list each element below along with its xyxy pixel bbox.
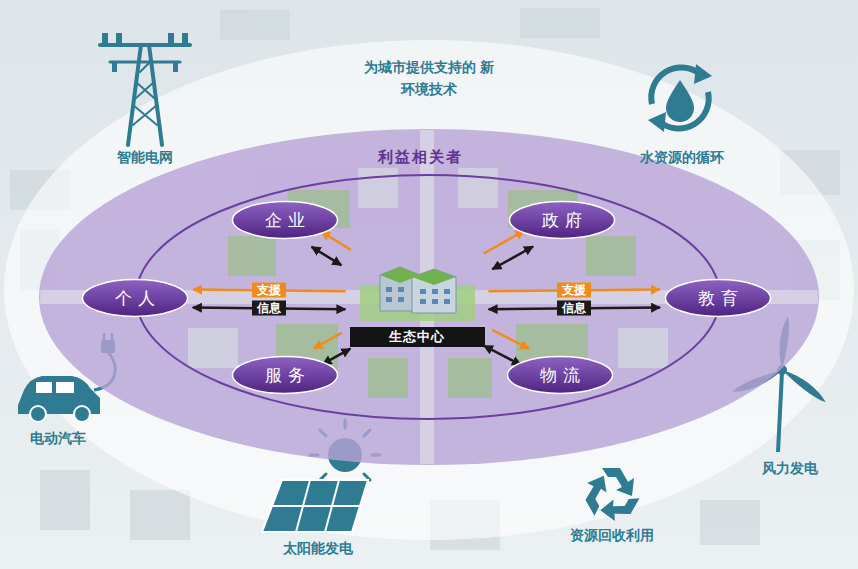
arrow-label: 信息 xyxy=(557,301,591,316)
eco-center-label: 生态中心 xyxy=(350,327,485,347)
arrow-label: 支援 xyxy=(252,283,286,298)
technology-label: 电动汽车 xyxy=(30,429,86,447)
stakeholder-oval: 政府 xyxy=(508,200,616,240)
support-arrow xyxy=(492,330,529,349)
stakeholder-name: 企业 xyxy=(259,210,311,230)
stakeholder-name: 个人 xyxy=(109,288,161,308)
information-arrow xyxy=(484,346,521,365)
stakeholder-oval: 教育 xyxy=(664,278,772,318)
technology-label: 太阳能发电 xyxy=(283,539,353,557)
region-title: 为城市提供支持的 新环境技术 xyxy=(359,56,499,100)
technology-label: 智能电网 xyxy=(117,148,173,166)
arrow-label: 支援 xyxy=(557,283,591,298)
stakeholder-name: 教育 xyxy=(692,288,744,308)
support-arrow xyxy=(321,232,351,250)
stakeholder-name: 物流 xyxy=(534,365,586,385)
information-arrow xyxy=(492,246,533,269)
eco-center: 生态中心 xyxy=(350,255,485,347)
support-arrow xyxy=(484,231,525,254)
stakeholder-name: 政府 xyxy=(536,210,588,230)
stakeholder-oval: 物流 xyxy=(506,355,614,395)
information-arrow xyxy=(312,247,342,265)
support-arrow xyxy=(314,333,342,349)
technology-label: 风力发电 xyxy=(762,459,818,477)
stakeholder-oval: 个人 xyxy=(81,278,189,318)
stakeholder-region: 利益相关者企业 政府个人 教育 生态中心服务 物流 信息 支援信息 支援 xyxy=(38,128,820,466)
information-arrow xyxy=(323,349,351,365)
eco-center-building xyxy=(350,255,485,325)
stakeholder-name: 服务 xyxy=(259,365,311,385)
arrow-label: 信息 xyxy=(252,301,286,316)
region-heading: 利益相关者 xyxy=(340,147,500,167)
technology-label: 资源回收利用 xyxy=(570,526,654,544)
technology-label: 水资源的循环 xyxy=(640,148,724,166)
stakeholder-oval: 服务 xyxy=(231,355,339,395)
stakeholder-oval: 企业 xyxy=(231,200,339,240)
